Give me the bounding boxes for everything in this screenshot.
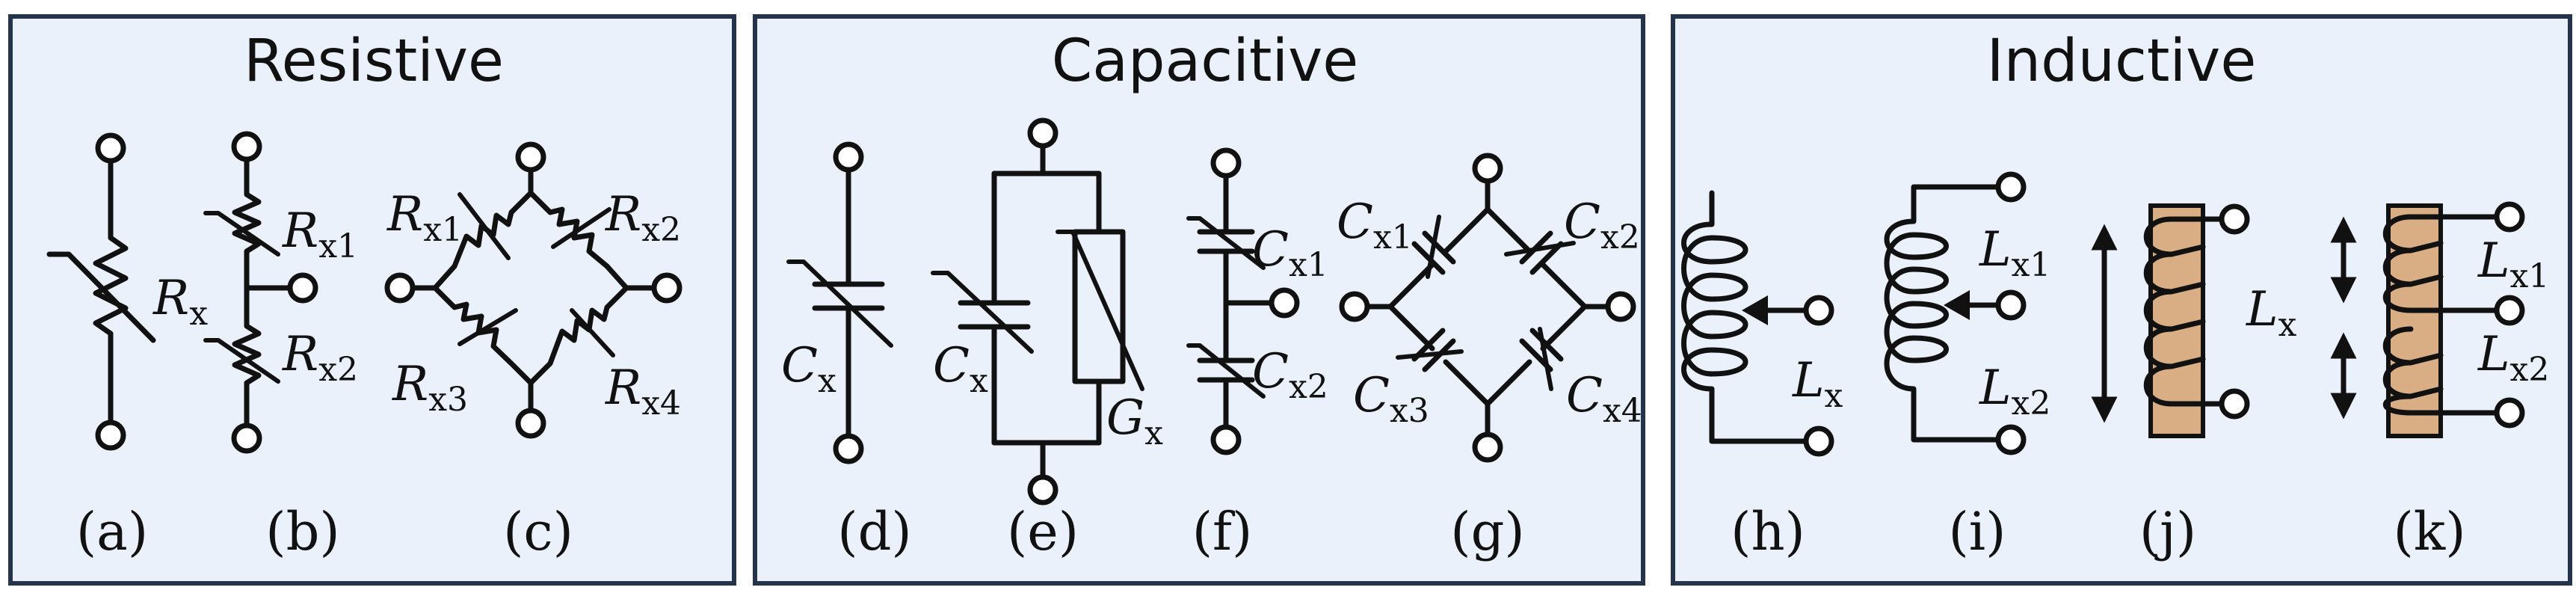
- capacitive-title: Capacitive: [1052, 28, 1359, 95]
- label-d-cx: Cx: [781, 338, 836, 400]
- capacitive-panel: [753, 14, 1645, 586]
- caption-d: (d): [837, 501, 911, 562]
- label-g-cx4: Cx4: [1566, 368, 1642, 430]
- circuit-e-capacitor-conductance: [931, 117, 1144, 506]
- circuit-b-resistor-divider: [203, 131, 318, 454]
- caption-k: (k): [2393, 501, 2465, 562]
- label-c-rx1: Rx1: [386, 187, 463, 249]
- label-g-cx3: Cx3: [1353, 368, 1429, 430]
- label-f-cx2: Cx2: [1252, 344, 1328, 406]
- caption-b: (b): [265, 501, 339, 562]
- label-k-lx2: Lx2: [2477, 327, 2549, 389]
- circuit-c-resistor-bridge: [384, 141, 682, 439]
- inductive-title: Inductive: [1987, 28, 2257, 95]
- circuit-g-capacitor-bridge: [1339, 153, 1636, 463]
- circuit-k-differential-core-inductor: [2330, 201, 2525, 438]
- label-a-rx: Rx: [152, 271, 208, 333]
- label-b-rx2: Rx2: [282, 327, 358, 389]
- resistive-panel: [8, 14, 736, 586]
- label-j-lx: Lx: [2246, 282, 2297, 344]
- circuit-h-tapped-inductor: [1681, 190, 1834, 457]
- label-g-cx1: Cx1: [1337, 194, 1413, 257]
- label-i-lx1: Lx1: [1979, 222, 2050, 284]
- resistive-title: Resistive: [244, 28, 504, 95]
- caption-i: (i): [1948, 501, 2006, 562]
- label-f-cx1: Cx1: [1252, 222, 1328, 284]
- label-g-cx2: Cx2: [1564, 194, 1640, 257]
- label-c-rx4: Rx4: [605, 360, 681, 423]
- label-c-rx3: Rx3: [392, 357, 468, 419]
- label-k-lx1: Lx1: [2477, 233, 2549, 295]
- label-e-cx: Cx: [933, 338, 988, 400]
- label-e-gx: Gx: [1106, 390, 1163, 452]
- caption-j: (j): [2139, 501, 2196, 562]
- circuit-d-variable-capacitor: [786, 141, 893, 464]
- caption-c: (c): [503, 501, 573, 562]
- caption-h: (h): [1731, 501, 1805, 562]
- label-c-rx2: Rx2: [605, 187, 681, 249]
- label-b-rx1: Rx1: [282, 203, 358, 265]
- circuit-f-capacitor-divider: [1186, 147, 1300, 455]
- caption-e: (e): [1007, 501, 1079, 562]
- circuit-j-movable-core-inductor: [2091, 203, 2250, 438]
- caption-f: (f): [1192, 501, 1253, 562]
- circuit-i-tapped-inductor: [1884, 171, 2027, 455]
- caption-a: (a): [76, 501, 148, 562]
- label-h-lx: Lx: [1792, 353, 1843, 415]
- circuit-a-single-resistor: [46, 132, 156, 451]
- label-i-lx2: Lx2: [1979, 360, 2050, 423]
- caption-g: (g): [1450, 501, 1524, 562]
